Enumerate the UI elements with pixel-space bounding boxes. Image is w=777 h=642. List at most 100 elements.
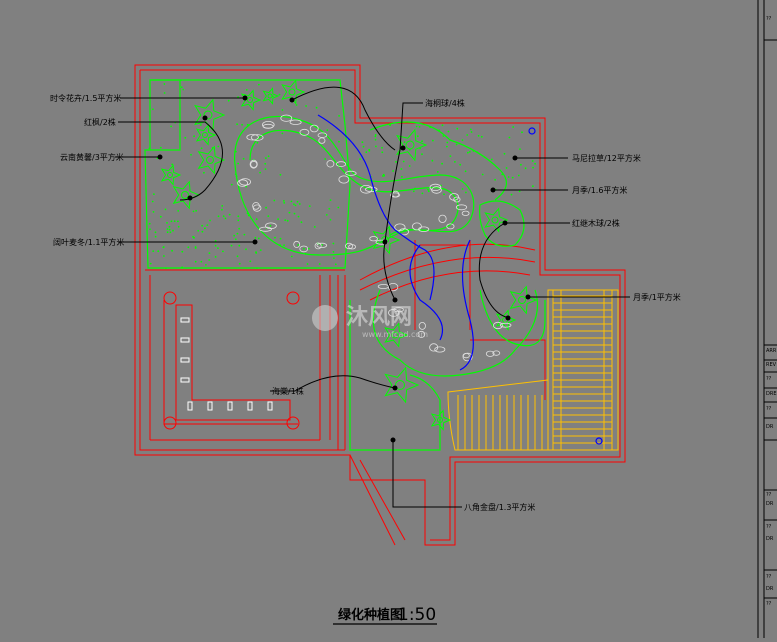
groundcover-dot	[298, 203, 301, 205]
plant-symbol	[396, 128, 428, 162]
groundcover-dot	[427, 190, 430, 193]
groundcover-dot	[249, 260, 252, 263]
title-block-mark: REV	[766, 362, 777, 368]
groundcover-dot	[166, 222, 168, 224]
groundcover-dot	[443, 193, 445, 196]
groundcover-dot	[152, 211, 155, 213]
plant-center	[437, 417, 443, 423]
stepping-stone	[417, 330, 426, 338]
groundcover-dot	[281, 132, 284, 135]
groundcover-dot	[441, 124, 444, 127]
groundcover-dot	[237, 215, 240, 218]
groundcover-dot	[325, 214, 328, 216]
stepping-stone	[326, 160, 335, 168]
groundcover-dot	[157, 250, 160, 253]
plant-symbol	[281, 79, 306, 105]
groundcover-dot	[374, 138, 377, 141]
groundcover-dot	[438, 130, 441, 132]
groundcover-dot	[169, 231, 172, 234]
groundcover-dot	[238, 262, 241, 265]
groundcover-dot	[490, 158, 493, 161]
plant-symbol	[195, 124, 217, 146]
groundcover-dot	[480, 135, 483, 138]
label-red-maple: 红枫/2株	[84, 117, 116, 127]
groundcover-dot	[180, 79, 182, 82]
groundcover-dot	[510, 193, 513, 196]
title-block-mark: DR	[766, 501, 774, 507]
groundcover-dot	[334, 263, 337, 266]
groundcover-dot	[230, 244, 233, 247]
groundcover-dot	[303, 247, 305, 250]
groundcover-dot	[208, 252, 211, 255]
groundcover-dot	[159, 215, 162, 218]
groundcover-dot	[228, 213, 231, 216]
plant-symbol	[509, 285, 538, 315]
groundcover-dot	[159, 146, 162, 149]
title-block-mark: DR	[766, 586, 774, 592]
groundcover-dot	[290, 200, 293, 203]
groundcover-dot	[227, 99, 230, 102]
groundcover-dot	[259, 171, 261, 174]
title-block-mark: DR	[766, 424, 774, 430]
groundcover-dot	[274, 236, 276, 239]
groundcover-dot	[235, 150, 237, 153]
groundcover-dot	[208, 259, 211, 261]
stepping-stone	[398, 228, 410, 236]
stepping-stone	[237, 179, 249, 187]
groundcover-dot	[446, 141, 449, 144]
groundcover-dot	[338, 115, 340, 117]
groundcover-dot	[172, 229, 174, 232]
groundcover-dot	[190, 153, 192, 156]
label-lilyturf: 阔叶麦冬/1.1平方米	[53, 237, 124, 247]
groundcover-dot	[470, 131, 473, 133]
title-block-mark: ??	[766, 376, 772, 382]
groundcover-dot	[217, 247, 219, 250]
stepping-stone	[418, 226, 430, 232]
groundcover-dot	[431, 159, 434, 162]
plant-center	[395, 380, 405, 390]
groundcover-dot	[368, 148, 371, 151]
stepping-stone	[418, 321, 426, 330]
drawing-title-text: 绿化种植图	[338, 607, 403, 623]
stepping-stone	[429, 183, 442, 191]
groundcover-dot	[283, 244, 285, 247]
groundcover-dot	[477, 134, 480, 137]
groundcover-dot	[429, 126, 432, 129]
groundcover-dot	[193, 135, 196, 138]
groundcover-dot	[524, 167, 527, 170]
groundcover-dot	[163, 255, 165, 257]
groundcover-dot	[264, 168, 267, 171]
groundcover-dot	[481, 173, 484, 176]
groundcover-dot	[256, 267, 258, 269]
groundcover-dot	[507, 176, 510, 178]
callout-labels: 时令花卉/1.5平方米 红枫/2株 云南黄馨/3平方米 阔叶麦冬/1.1平方米 …	[50, 93, 681, 512]
groundcover-dot	[265, 206, 267, 209]
groundcover-dot	[332, 242, 335, 245]
title-block-mark: ARR	[766, 348, 777, 354]
groundcover-dot	[149, 262, 152, 265]
stepping-stone	[259, 226, 272, 232]
groundcover-dot	[419, 147, 421, 150]
groundcover-dot	[153, 193, 155, 196]
groundcover-dot	[332, 251, 335, 253]
groundcover-dot	[255, 218, 258, 221]
stepping-stone	[392, 190, 400, 198]
groundcover-dot	[505, 167, 508, 169]
groundcover-dot	[306, 263, 309, 265]
groundcover-dot	[221, 208, 223, 211]
groundcover-dot	[284, 219, 287, 222]
groundcover-dot	[180, 86, 183, 88]
groundcover-dot	[518, 190, 521, 193]
groundcover-dot	[151, 200, 154, 203]
groundcover-dot	[221, 205, 224, 207]
groundcover-dot	[245, 248, 247, 251]
groundcover-dot	[412, 190, 415, 193]
groundcover-dot	[171, 249, 174, 252]
groundcover-dot	[395, 161, 397, 163]
stepping-stone	[393, 307, 404, 313]
groundcover-dot	[265, 157, 267, 160]
groundcover-dot	[328, 207, 331, 210]
stepping-stone	[462, 352, 473, 362]
